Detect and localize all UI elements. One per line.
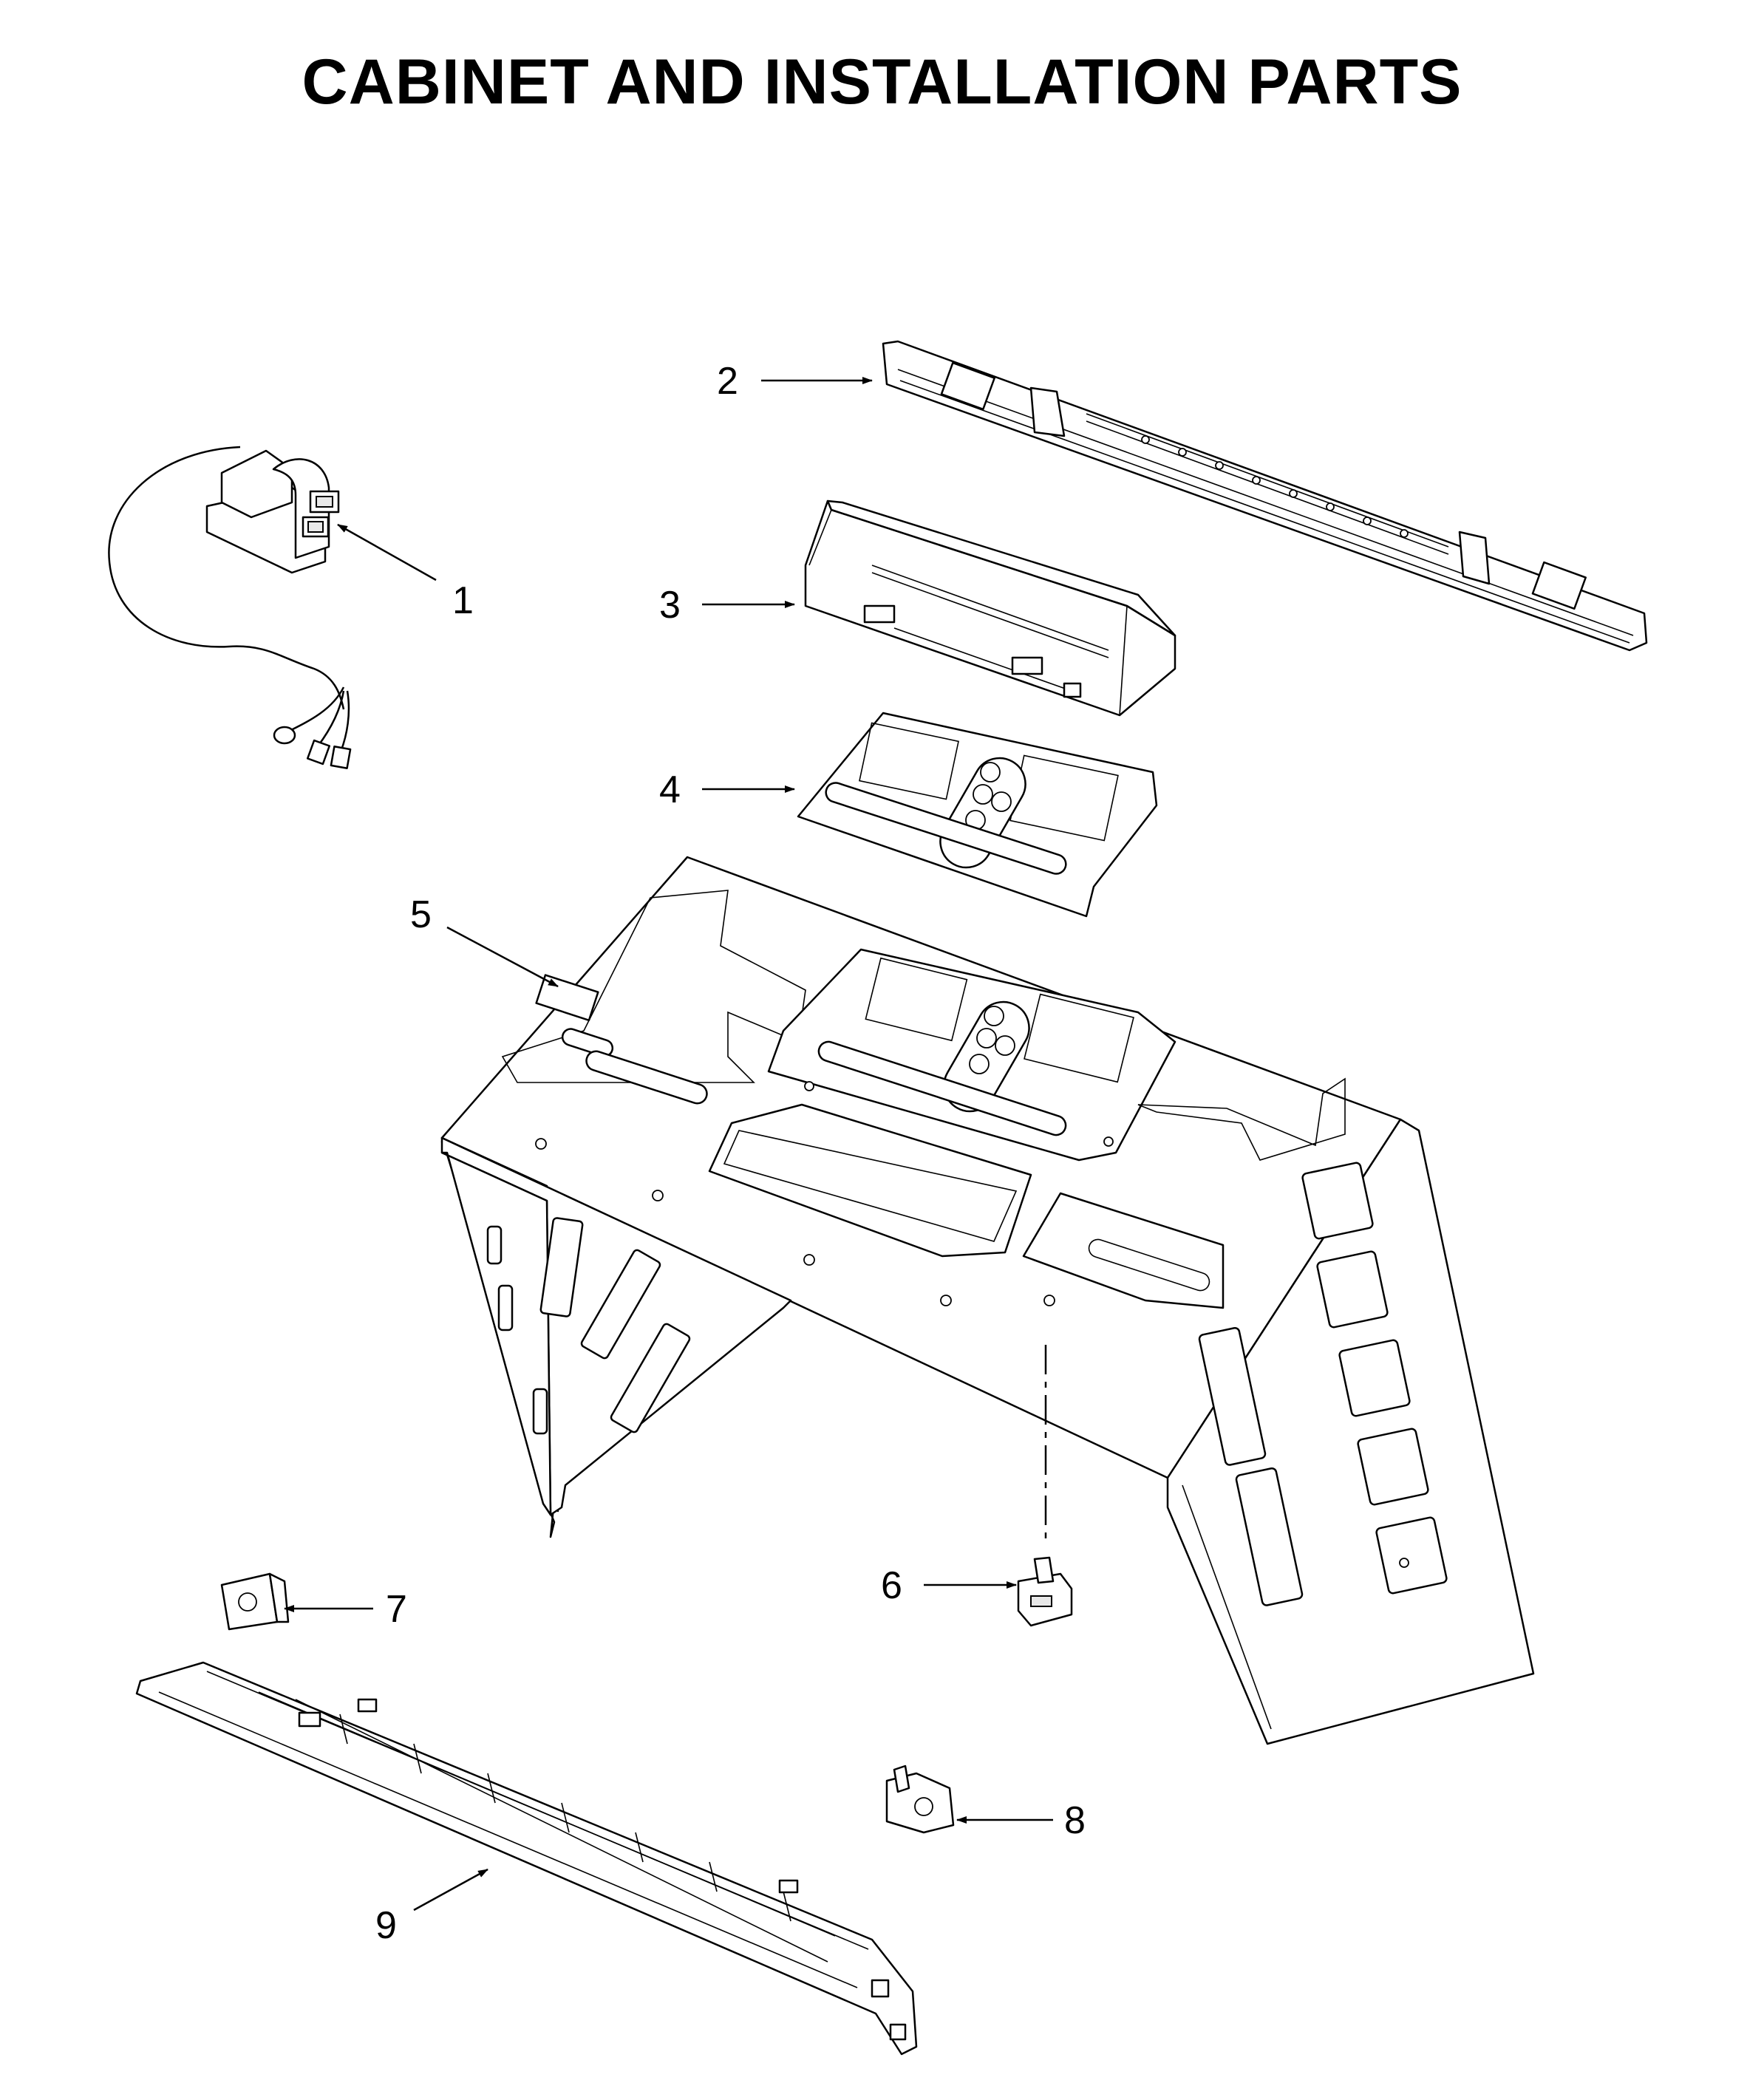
callout-arrows (284, 377, 1053, 1912)
diagram-title: CABINET AND INSTALLATION PARTS (302, 47, 1462, 117)
callout-4: 4 (659, 768, 681, 811)
callout-9: 9 (375, 1904, 397, 1947)
callout-3: 3 (659, 584, 681, 627)
part-7-bracket[interactable] (220, 1572, 290, 1631)
callout-5: 5 (410, 893, 432, 936)
callout-2: 2 (717, 360, 738, 403)
part-6-clip[interactable] (1017, 1556, 1073, 1627)
part-3-vent-duct[interactable] (804, 499, 1176, 717)
part-5-cabinet[interactable] (440, 856, 1535, 1745)
part-4-gasket-plate[interactable] (797, 712, 1158, 918)
callout-7: 7 (386, 1588, 407, 1631)
part-9-front-trim[interactable] (135, 1661, 918, 2056)
callout-6: 6 (881, 1564, 902, 1607)
callout-8: 8 (1064, 1799, 1086, 1842)
callout-1: 1 (452, 579, 474, 622)
part-1-power-cord[interactable] (108, 446, 352, 769)
part-8-bracket[interactable] (885, 1764, 955, 1834)
part-2-top-rail[interactable] (882, 340, 1648, 652)
